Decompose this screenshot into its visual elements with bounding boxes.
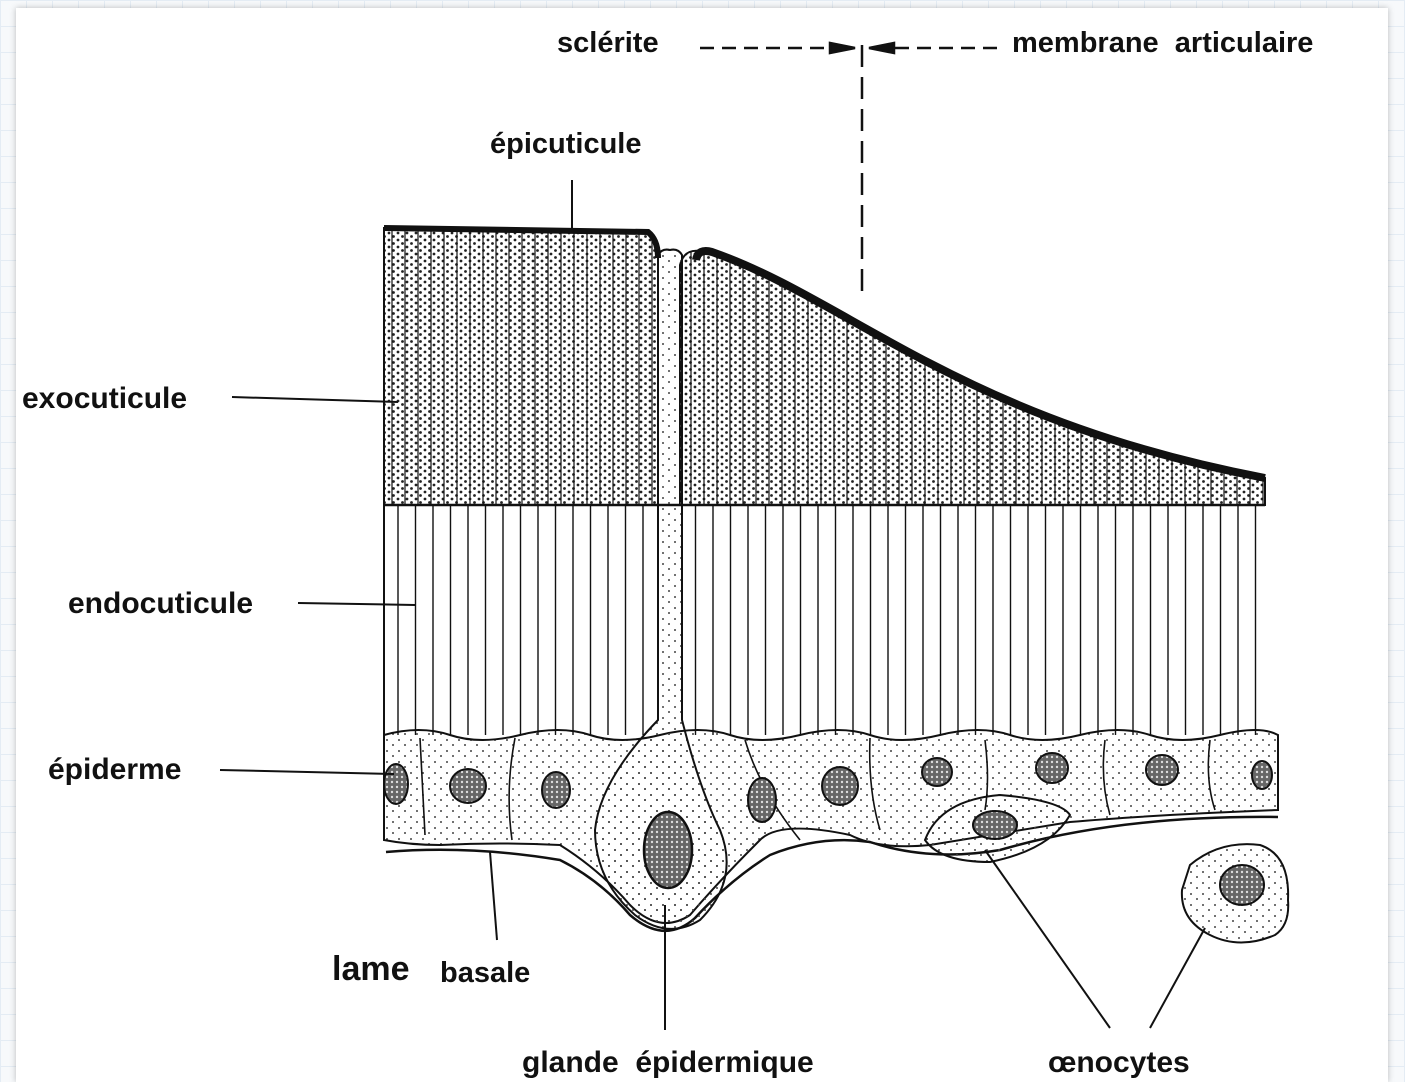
epidermis-layer	[384, 730, 1278, 923]
endocuticle-layer	[398, 505, 1256, 740]
label-epicuticule: épicuticule	[490, 128, 642, 160]
label-sclerite: sclérite	[557, 27, 659, 59]
label-epiderme: épiderme	[48, 753, 181, 786]
label-membrane-articulaire: membrane articulaire	[1012, 27, 1313, 59]
label-basale: basale	[440, 957, 530, 989]
label-glande-epidermique: glande épidermique	[522, 1046, 814, 1079]
exocuticle-layer	[384, 220, 1265, 505]
label-endocuticule: endocuticule	[68, 587, 253, 620]
label-oenocytes: œnocytes	[1048, 1046, 1190, 1079]
label-lame: lame	[332, 950, 410, 988]
label-exocuticule: exocuticule	[22, 382, 187, 415]
